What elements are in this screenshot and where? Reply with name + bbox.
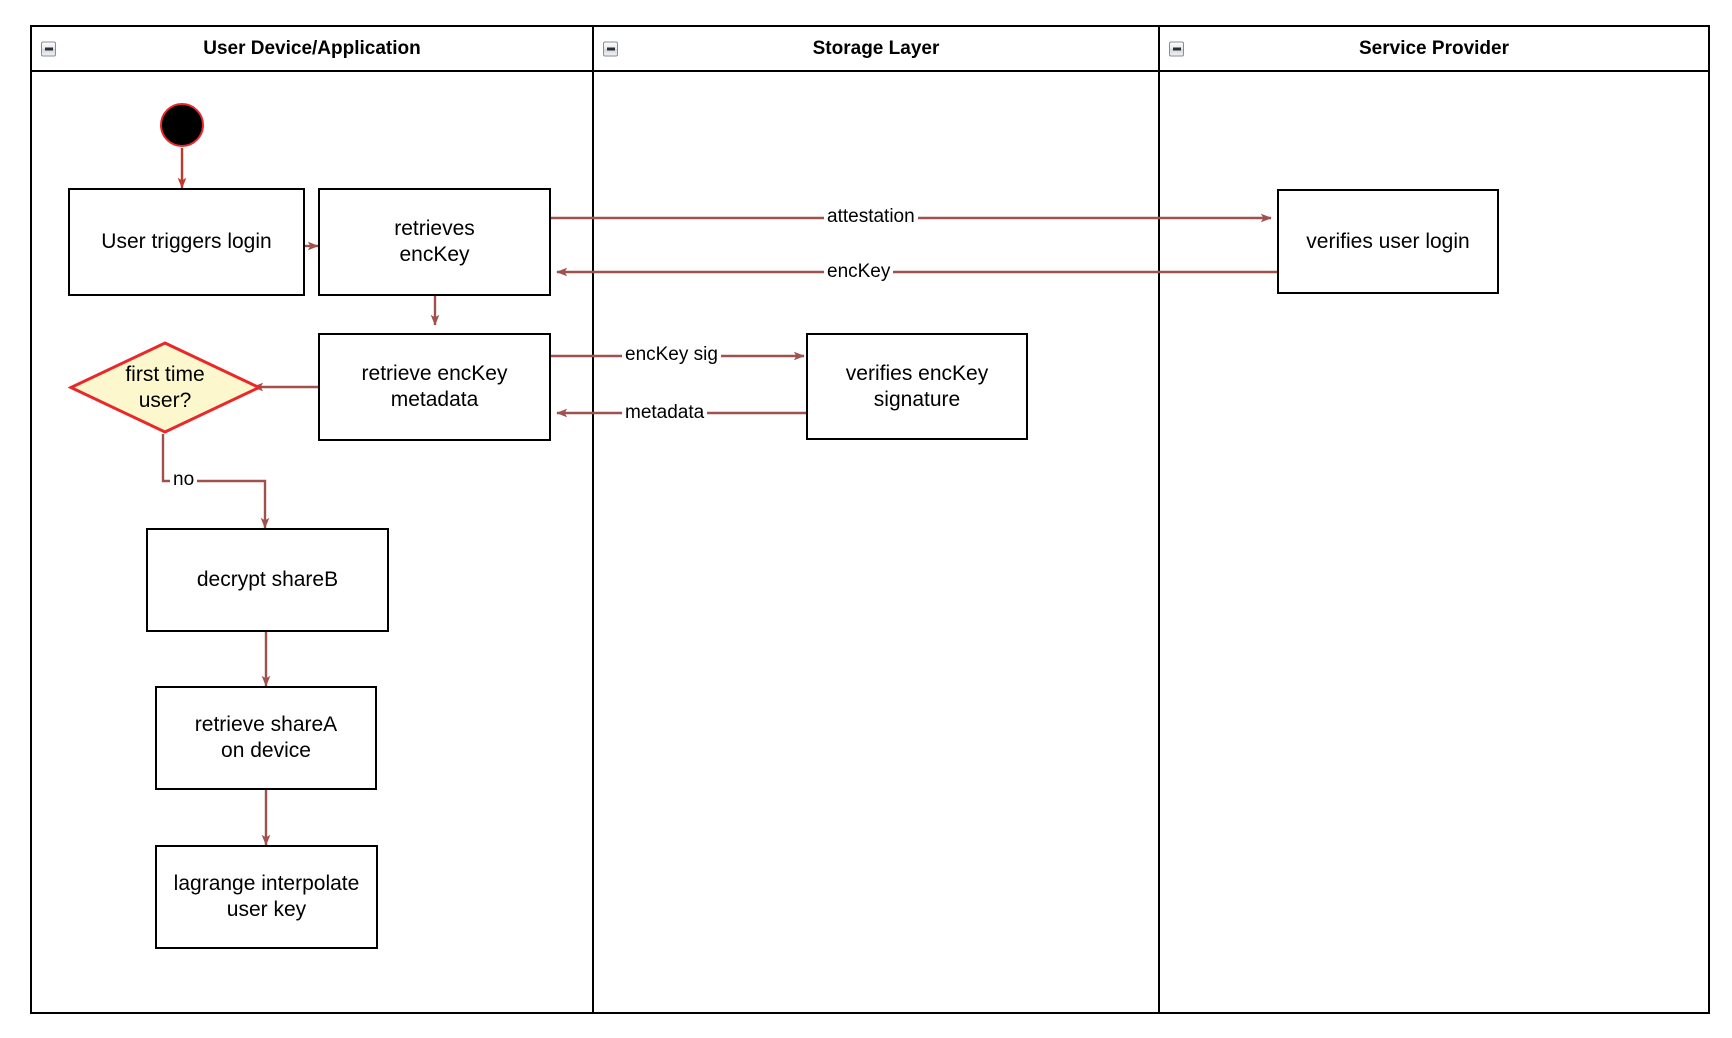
activity-lagrange-interpolate[interactable]: lagrange interpolate user key xyxy=(155,845,378,949)
lane-service-provider[interactable]: Service Provider xyxy=(1158,27,1708,1012)
activity-verifies-user-login[interactable]: verifies user login xyxy=(1277,189,1499,294)
lane-header-user-device: User Device/Application xyxy=(32,27,592,72)
activity-verifies-enckey-signature[interactable]: verifies encKey signature xyxy=(806,333,1028,440)
lane-header-service-provider: Service Provider xyxy=(1160,27,1708,72)
edge-label-metadata: metadata xyxy=(622,402,708,424)
minus-square-icon[interactable] xyxy=(41,41,56,56)
minus-square-icon[interactable] xyxy=(1169,41,1184,56)
edge-label-enckey: encKey xyxy=(824,261,894,283)
decision-first-time-user[interactable]: first time user? xyxy=(68,340,262,435)
lane-user-device[interactable]: User Device/Application xyxy=(32,27,592,1012)
diamond-shape xyxy=(68,341,262,434)
activity-retrieve-sharea[interactable]: retrieve shareA on device xyxy=(155,686,377,790)
edge-label-no: no xyxy=(170,469,198,491)
start-node-circle[interactable] xyxy=(160,103,204,147)
edge-label-attestation: attestation xyxy=(824,206,918,228)
minus-square-icon[interactable] xyxy=(603,41,618,56)
lane-title-user-device: User Device/Application xyxy=(203,37,421,59)
activity-retrieve-enckey-metadata[interactable]: retrieve encKey metadata xyxy=(318,333,551,441)
lane-storage-layer[interactable]: Storage Layer xyxy=(592,27,1158,1012)
lane-title-storage-layer: Storage Layer xyxy=(812,37,940,59)
activity-user-triggers-login[interactable]: User triggers login xyxy=(68,188,305,296)
lane-title-service-provider: Service Provider xyxy=(1359,37,1509,59)
activity-retrieves-enckey[interactable]: retrieves encKey xyxy=(318,188,551,296)
activity-decrypt-shareb[interactable]: decrypt shareB xyxy=(146,528,389,632)
edge-label-enckey-sig: encKey sig xyxy=(622,344,721,366)
lane-header-storage-layer: Storage Layer xyxy=(594,27,1158,72)
